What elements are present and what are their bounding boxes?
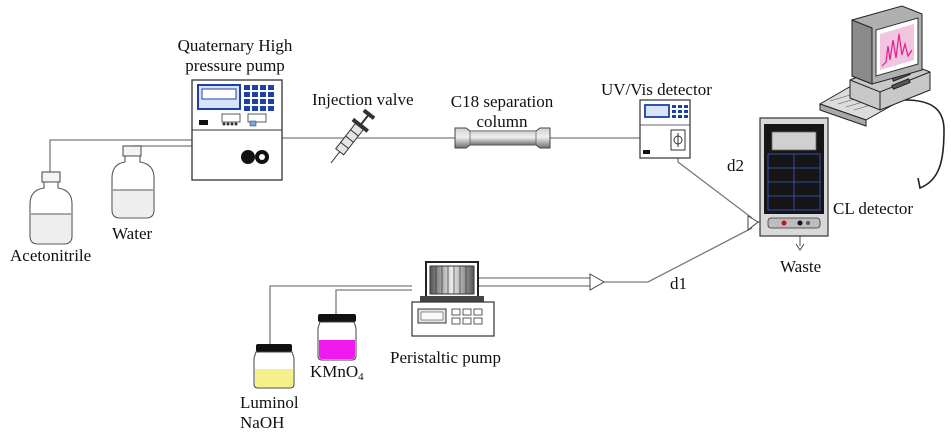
d2-label: d2: [727, 156, 744, 175]
column-label-line1: C18 separation: [450, 92, 554, 111]
water-bottle-icon: [111, 145, 155, 219]
column-label-line2: column: [476, 111, 528, 131]
cl-detector-label: CL detector: [833, 199, 914, 218]
cl-detector-icon: [759, 117, 829, 237]
water-label: Water: [112, 224, 153, 243]
injection-valve-label: Injection valve: [312, 90, 414, 109]
kmno4-label-main: KMnO: [310, 362, 359, 381]
peristaltic-pump-icon: [411, 261, 495, 337]
c18-column-icon: [454, 127, 551, 149]
computer-cable: [904, 99, 945, 190]
c18-column-label: C18 separation column: [432, 92, 572, 131]
d1-label: d1: [670, 274, 687, 293]
peristaltic-pump-label: Peristaltic pump: [390, 348, 501, 367]
kmno4-label: KMnO4: [310, 362, 364, 384]
mixer-icon: [589, 273, 606, 291]
acetonitrile-label: Acetonitrile: [10, 246, 92, 265]
junction-tee-icon: [747, 215, 759, 232]
luminol-bottle-icon: [253, 344, 295, 389]
waste-arrow-icon: [795, 243, 805, 251]
syringe-icon: [330, 108, 376, 164]
acetonitrile-line: [49, 139, 192, 178]
uv-vis-detector-label: UV/Vis detector: [601, 80, 712, 99]
computer-icon: [818, 5, 931, 127]
luminol-naoh-label: Luminol NaOH: [240, 393, 299, 432]
quaternary-pump-icon: [191, 79, 283, 181]
quaternary-pump-label: Quaternary High pressure pump: [160, 36, 310, 75]
pump-label-line1: Quaternary High: [177, 36, 293, 55]
luminol-line: [269, 285, 412, 345]
luminol-label-line1: Luminol: [240, 393, 299, 412]
kmno4-bottle-icon: [317, 314, 357, 361]
uv-vis-detector-icon: [639, 99, 691, 159]
acetonitrile-bottle-icon: [29, 171, 73, 245]
waste-label: Waste: [780, 257, 822, 276]
kmno4-line: [335, 289, 412, 318]
luminol-label-line2: NaOH: [240, 412, 285, 432]
kmno4-label-subscript: 4: [358, 371, 364, 383]
mixer-to-cl-line: [603, 227, 753, 283]
pump-label-line2: pressure pump: [185, 55, 285, 75]
